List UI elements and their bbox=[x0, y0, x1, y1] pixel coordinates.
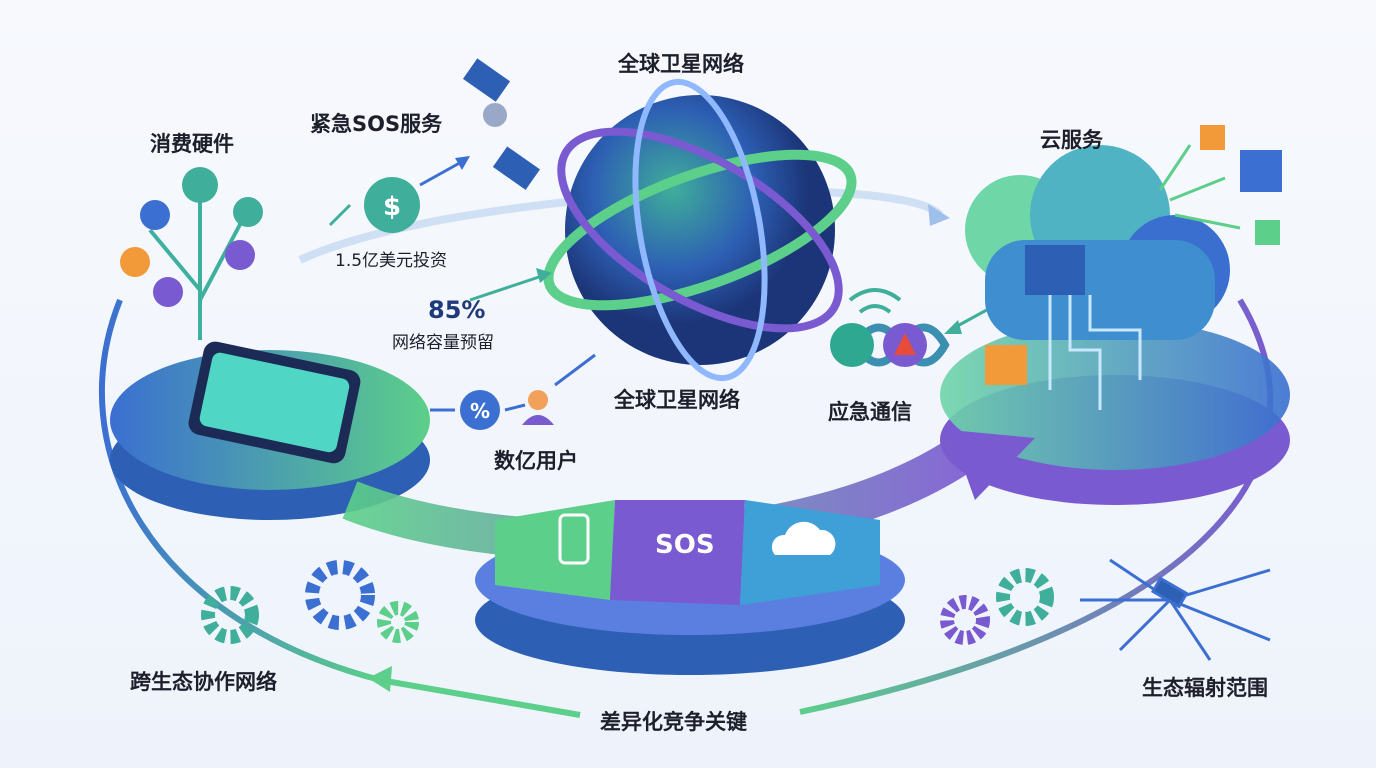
differentiation-label: 差异化竞争关键 bbox=[600, 710, 747, 734]
heart-icon bbox=[233, 197, 263, 227]
top-network-label: 全球卫星网络 bbox=[618, 52, 744, 76]
hardware-platform bbox=[110, 167, 430, 520]
satellite-icon bbox=[462, 58, 540, 190]
phone-icon bbox=[558, 513, 590, 565]
cloud-icon bbox=[965, 145, 1230, 340]
satellite-globe bbox=[462, 58, 857, 382]
sos-badge: SOS bbox=[655, 530, 715, 560]
cloud-platform bbox=[940, 125, 1290, 505]
user-icon bbox=[528, 390, 548, 410]
cloud-icon bbox=[771, 521, 836, 555]
radiation-label: 生态辐射范围 bbox=[1142, 676, 1268, 700]
emergency-icon bbox=[830, 288, 950, 367]
emergency-label: 应急通信 bbox=[828, 400, 912, 424]
sos-platform bbox=[475, 500, 905, 675]
radiation-arrows bbox=[1080, 558, 1271, 661]
users-label: 数亿用户 bbox=[494, 449, 578, 473]
sos-service-label: 紧急SOS服务 bbox=[310, 112, 443, 136]
investment-label: 1.5亿美元投资 bbox=[335, 251, 448, 271]
package-icon bbox=[985, 345, 1027, 385]
flow-arrows bbox=[328, 156, 1006, 412]
cross-eco-label: 跨生态协作网络 bbox=[130, 670, 277, 694]
percent-icon bbox=[460, 390, 500, 430]
satellite-icon bbox=[1150, 576, 1189, 609]
tree-icon bbox=[148, 190, 247, 340]
cloud-label: 云服务 bbox=[1040, 128, 1103, 152]
gear-icons bbox=[201, 560, 1054, 645]
svg-text:$: $ bbox=[383, 192, 401, 222]
dollar-icon bbox=[364, 177, 420, 233]
svg-text:%: % bbox=[470, 399, 490, 423]
hardware-label: 消费硬件 bbox=[150, 132, 234, 156]
camera-icon bbox=[153, 277, 183, 307]
bottom-network-label: 全球卫星网络 bbox=[614, 388, 740, 412]
capacity-percent: 85% bbox=[428, 296, 486, 324]
capacity-label: 网络容量预留 bbox=[392, 333, 494, 353]
server-box-icon bbox=[1025, 245, 1085, 295]
gear-icon bbox=[120, 247, 150, 277]
